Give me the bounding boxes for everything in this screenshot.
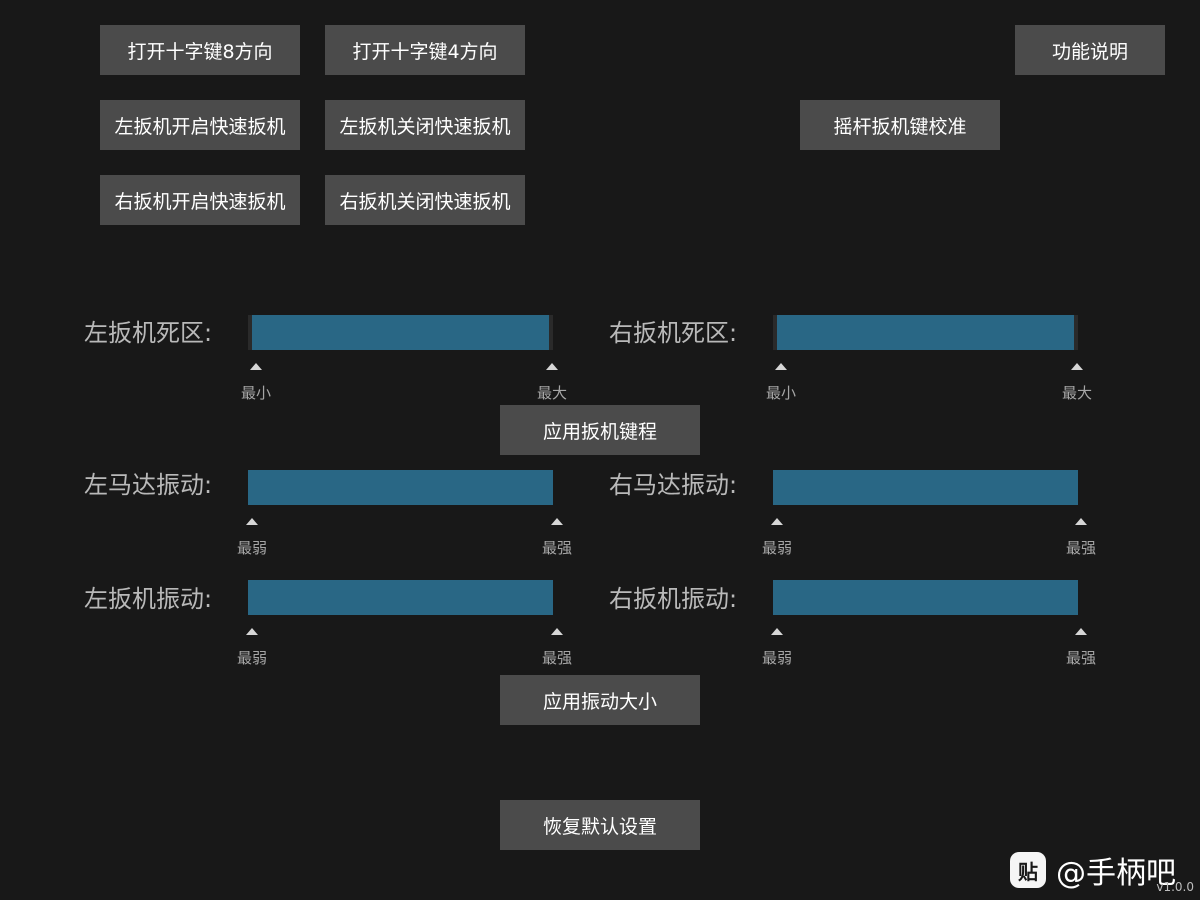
watermark-text: @手柄吧 [1056, 856, 1176, 891]
right-motor-vibration-fill [773, 470, 1078, 505]
right-motor-vibration-min: 最弱 [761, 539, 792, 557]
left-trigger-fast-off-button[interactable]: 左扳机关闭快速扳机 [325, 100, 525, 150]
left-trigger-vibration-max: 最强 [541, 649, 572, 667]
right-trigger-fast-on-button[interactable]: 右扳机开启快速扳机 [100, 175, 300, 225]
slider-thumb[interactable] [1074, 315, 1078, 350]
left-trigger-vibration-fill [248, 580, 553, 615]
left-trigger-fast-on-button[interactable]: 左扳机开启快速扳机 [100, 100, 300, 150]
slider-thumb[interactable] [549, 315, 553, 350]
right-trigger-deadzone-min: 最小 [765, 384, 796, 402]
right-trigger-fast-off-button[interactable]: 右扳机关闭快速扳机 [325, 175, 525, 225]
right-trigger-vibration-label: 右扳机振动: [609, 585, 738, 613]
left-trigger-deadzone-min: 最小 [240, 384, 271, 402]
right-trigger-deadzone-fill [777, 315, 1074, 350]
help-button[interactable]: 功能说明 [1015, 25, 1165, 75]
right-motor-vibration-slider[interactable] [773, 470, 1078, 505]
right-trigger-deadzone-max: 最大 [1061, 384, 1092, 402]
left-motor-vibration-label: 左马达振动: [84, 471, 213, 499]
left-trigger-deadzone-label: 左扳机死区: [84, 319, 213, 347]
left-trigger-vibration-min: 最弱 [236, 649, 267, 667]
right-trigger-deadzone-slider[interactable] [773, 315, 1078, 350]
left-trigger-vibration-label: 左扳机振动: [84, 585, 213, 613]
slider-thumb[interactable] [773, 315, 777, 350]
right-trigger-vibration-max: 最强 [1065, 649, 1096, 667]
left-trigger-deadzone-max: 最大 [536, 384, 567, 402]
max-marker-icon [551, 628, 563, 635]
left-trigger-vibration-slider[interactable] [248, 580, 553, 615]
min-marker-icon [246, 628, 258, 635]
right-trigger-deadzone-label: 右扳机死区: [609, 319, 738, 347]
max-marker-icon [1075, 628, 1087, 635]
right-trigger-vibration-min: 最弱 [761, 649, 792, 667]
left-trigger-deadzone-slider[interactable] [248, 315, 553, 350]
min-marker-icon [771, 518, 783, 525]
max-marker-icon [1071, 363, 1083, 370]
slider-thumb[interactable] [248, 315, 252, 350]
right-trigger-vibration-fill [773, 580, 1078, 615]
min-marker-icon [771, 628, 783, 635]
max-marker-icon [551, 518, 563, 525]
left-motor-vibration-fill [248, 470, 553, 505]
max-marker-icon [546, 363, 558, 370]
apply-trigger-travel-button[interactable]: 应用扳机键程 [500, 405, 700, 455]
left-trigger-deadzone-fill [252, 315, 549, 350]
max-marker-icon [1075, 518, 1087, 525]
tieba-logo-icon: 贴 [1010, 852, 1046, 888]
apply-vibration-button[interactable]: 应用振动大小 [500, 675, 700, 725]
version-label: v1.0.0 [1156, 880, 1194, 894]
dpad-8-direction-button[interactable]: 打开十字键8方向 [100, 25, 300, 75]
min-marker-icon [250, 363, 262, 370]
left-motor-vibration-slider[interactable] [248, 470, 553, 505]
reset-defaults-button[interactable]: 恢复默认设置 [500, 800, 700, 850]
dpad-4-direction-button[interactable]: 打开十字键4方向 [325, 25, 525, 75]
right-motor-vibration-max: 最强 [1065, 539, 1096, 557]
min-marker-icon [246, 518, 258, 525]
right-motor-vibration-label: 右马达振动: [609, 471, 738, 499]
right-trigger-vibration-slider[interactable] [773, 580, 1078, 615]
watermark: 贴 @手柄吧 [1010, 848, 1176, 892]
left-motor-vibration-max: 最强 [541, 539, 572, 557]
calibrate-button[interactable]: 摇杆扳机键校准 [800, 100, 1000, 150]
min-marker-icon [775, 363, 787, 370]
left-motor-vibration-min: 最弱 [236, 539, 267, 557]
